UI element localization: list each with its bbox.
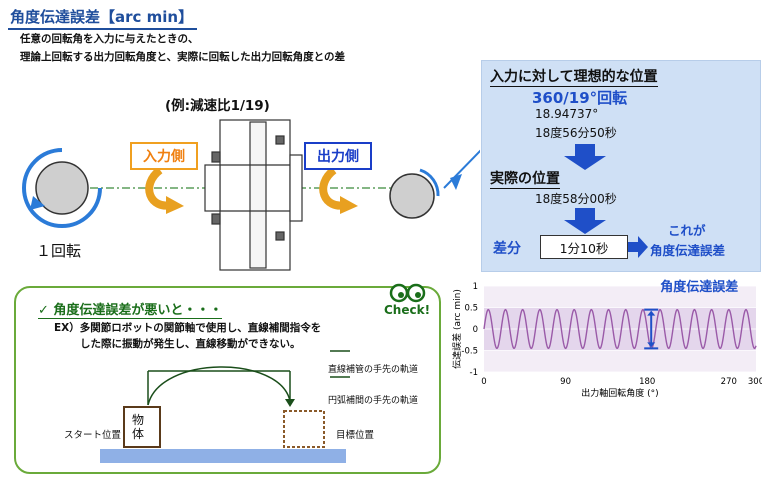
subtitle-line-2: 理論上回転する出力回転角度と、実際に回転した出力回転角度との差 xyxy=(20,51,345,63)
error-chart: 1 0.5 0 -0.5 -1 0 90 180 270 300 出力軸回転角度 (°) 伝達誤… xyxy=(452,279,762,399)
ideal-heading: 入力に対して理想的な位置 xyxy=(490,66,658,87)
arc-path xyxy=(147,366,291,406)
result-line-1: これが xyxy=(668,223,706,238)
check-panel xyxy=(14,286,441,474)
diff-value-box: 1分10秒 xyxy=(540,235,628,259)
ideal-dms: 18度56分50秒 xyxy=(535,126,617,140)
trajectory-diagram xyxy=(100,350,350,463)
ideal-value: 360/19°回転 xyxy=(532,89,628,107)
actual-heading: 実際の位置 xyxy=(490,168,560,189)
chart-annotation: 角度伝達誤差 xyxy=(660,279,738,295)
subtitle-line-1: 任意の回転角を入力に与えたときの、 xyxy=(20,33,199,45)
floor xyxy=(100,449,346,463)
y-tick-label: -0.5 xyxy=(461,347,478,357)
target-label: 目標位置 xyxy=(336,430,375,441)
y-tick-label: 0.5 xyxy=(464,304,478,314)
x-tick-label: 300 xyxy=(748,377,762,387)
chart-x-label: 出力軸回転角度 (°) xyxy=(581,387,658,399)
reducer-illustration xyxy=(22,119,480,271)
input-side-label: 入力側 xyxy=(130,142,198,170)
rotation-arrow-head xyxy=(30,196,45,210)
object-box xyxy=(123,406,161,448)
x-tick-label: 180 xyxy=(639,377,655,387)
legend-arc: 円弧補間の手先の軌道 xyxy=(328,396,419,406)
object-label: 物体 xyxy=(131,413,144,441)
page-title: 角度伝達誤差【arc min】 xyxy=(8,6,198,30)
reducer-body xyxy=(204,119,303,271)
chart-series-line xyxy=(483,308,757,350)
down-arrow-icon xyxy=(564,208,606,234)
chart-y-label: 伝達誤差 (arc min) xyxy=(452,289,463,369)
one-rotation-label: １回転 xyxy=(36,242,82,260)
pointer-arrow-head xyxy=(450,174,462,190)
input-disc xyxy=(35,161,89,215)
y-tick-label: 1 xyxy=(473,282,478,292)
check-desc-line-1: EX）多関節ロボットの関節軸で使用し、直線補間指令を xyxy=(54,322,322,334)
rotation-arrow-arc xyxy=(22,148,102,228)
check-heading: ✓ 角度伝達誤差が悪いと・・・ xyxy=(38,299,223,319)
start-label: スタート位置 xyxy=(64,430,122,441)
input-rotation-icon xyxy=(145,166,184,214)
check-desc-line-2: した際に振動が発生し、直線移動ができない。 xyxy=(80,338,301,350)
down-arrow-icon xyxy=(564,144,606,170)
output-disc xyxy=(389,173,435,219)
diff-label: 差分 xyxy=(493,241,521,257)
example-label: (例:減速比1/19) xyxy=(165,98,270,114)
y-tick-label: -1 xyxy=(470,368,478,378)
check-badge: Check! xyxy=(384,303,431,317)
y-tick-label: 0 xyxy=(473,325,478,335)
ideal-decimal: 18.94737° xyxy=(535,107,599,121)
pointer-line xyxy=(443,149,480,189)
annotation-arrow xyxy=(644,308,659,350)
actual-dms: 18度58分00秒 xyxy=(535,192,617,206)
x-tick-label: 0 xyxy=(481,377,486,387)
output-rotation-arc xyxy=(419,168,440,197)
target-box xyxy=(283,410,325,448)
output-side-label: 出力側 xyxy=(304,142,372,170)
right-arrow-icon xyxy=(628,236,648,258)
legend-linear: 直線補管の手先の軌道 xyxy=(328,365,419,375)
x-tick-label: 270 xyxy=(721,377,737,387)
eyes-icon xyxy=(389,283,426,303)
x-tick-label: 90 xyxy=(560,377,571,387)
output-rotation-icon xyxy=(319,166,358,214)
result-line-2: 角度伝達誤差 xyxy=(650,243,726,258)
